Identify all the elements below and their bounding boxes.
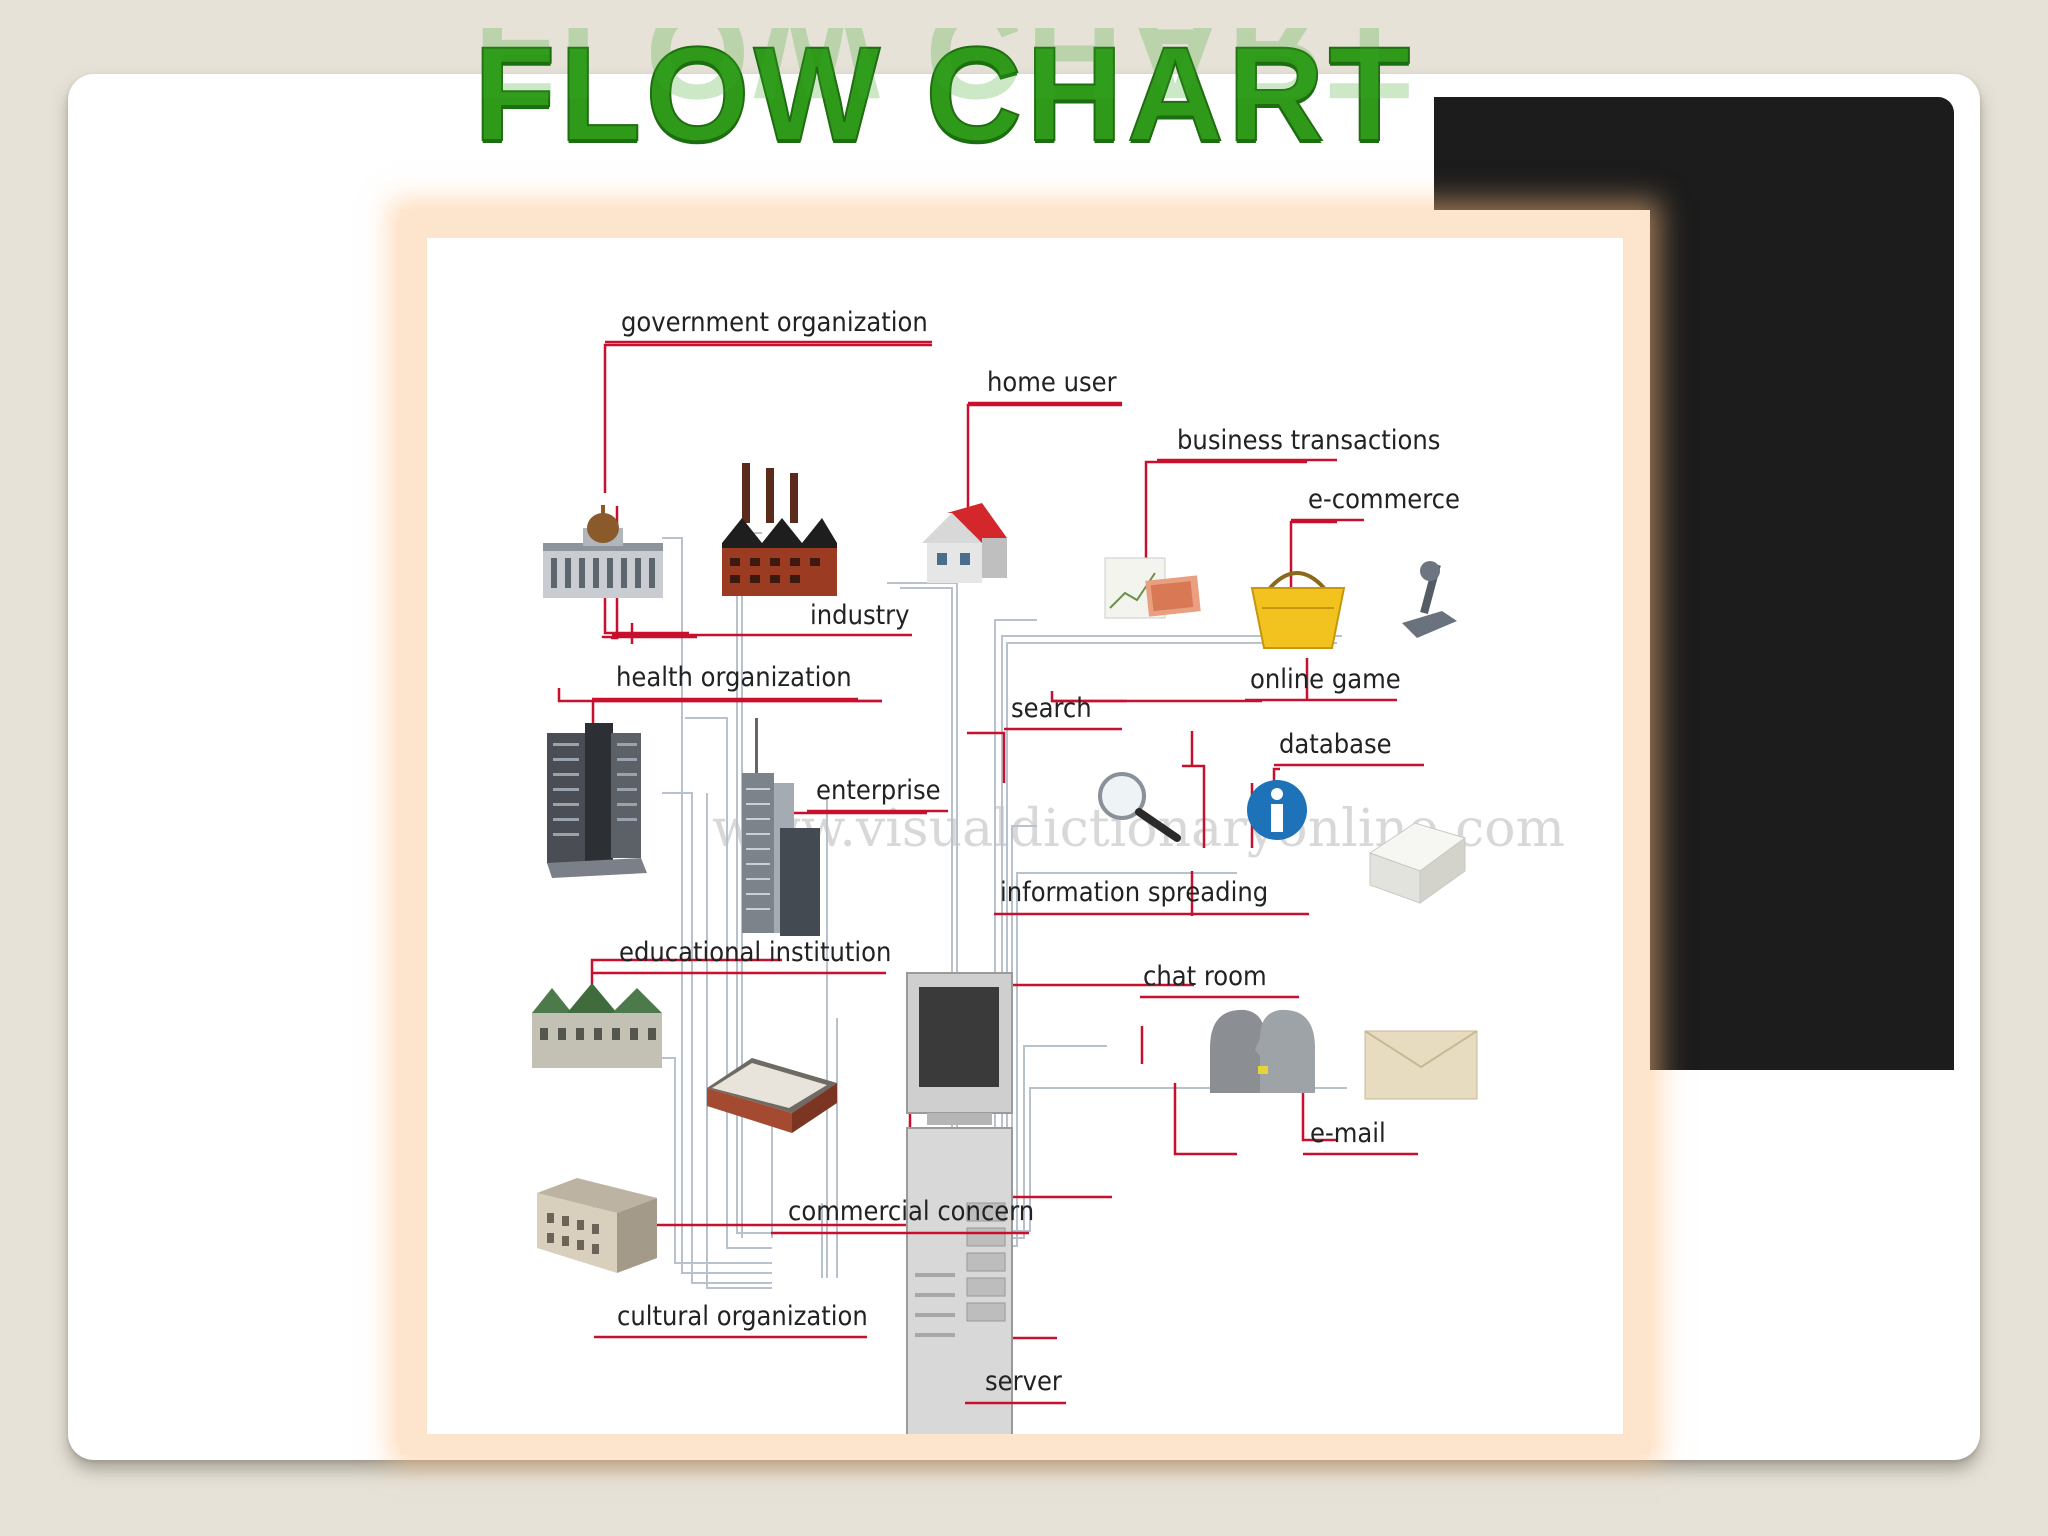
label-e-commerce: e-commerce: [1308, 484, 1460, 515]
label-search: search: [1011, 693, 1092, 724]
label-underlines: [592, 340, 1424, 1405]
diagram-image: www.visualdictionaryonline.com: [427, 238, 1623, 1434]
chat-heads-icon: [1210, 1009, 1315, 1093]
label-commercial-concern: commercial concern: [788, 1196, 1034, 1227]
info-icon: [1247, 780, 1307, 840]
joystick-icon: [1402, 561, 1457, 638]
hospital-tower-icon: [547, 723, 647, 878]
label-chat-room: chat room: [1143, 961, 1267, 992]
label-server: server: [985, 1366, 1062, 1397]
network-diagram: www.visualdictionaryonline.com: [532, 307, 1565, 1434]
label-database: database: [1279, 729, 1392, 760]
label-health-organization: health organization: [616, 662, 852, 693]
label-educational-institution: educational institution: [619, 937, 891, 968]
house-icon: [922, 503, 1007, 583]
slide-title: FLOW CHART: [473, 19, 1415, 170]
label-information-spreading: information spreading: [1000, 877, 1268, 908]
label-enterprise: enterprise: [816, 775, 941, 806]
shopping-basket-icon: [1250, 571, 1346, 649]
label-e-mail: e-mail: [1310, 1118, 1386, 1149]
label-industry: industry: [810, 600, 910, 631]
label-online-game: online game: [1250, 664, 1401, 695]
factory-icon: [722, 463, 837, 596]
store-icon: [707, 1058, 837, 1133]
label-cultural-organization: cultural organization: [617, 1301, 868, 1332]
skyscraper-icon: [742, 718, 820, 936]
museum-icon: [537, 1178, 657, 1273]
slide-title-reflection: FLOW CHART: [473, 28, 1415, 118]
database-icon: [1368, 822, 1467, 904]
label-government-organization: government organization: [621, 307, 928, 338]
business-transactions-icon: [1104, 557, 1201, 619]
label-home-user: home user: [987, 367, 1117, 398]
government-building-icon: [543, 505, 663, 598]
label-business-transactions: business transactions: [1177, 425, 1440, 456]
envelope-icon: [1364, 1030, 1478, 1100]
school-building-icon: [532, 983, 662, 1068]
diagram-labels: government organization home user busine…: [616, 307, 1460, 1397]
magnifier-icon: [1098, 772, 1181, 842]
